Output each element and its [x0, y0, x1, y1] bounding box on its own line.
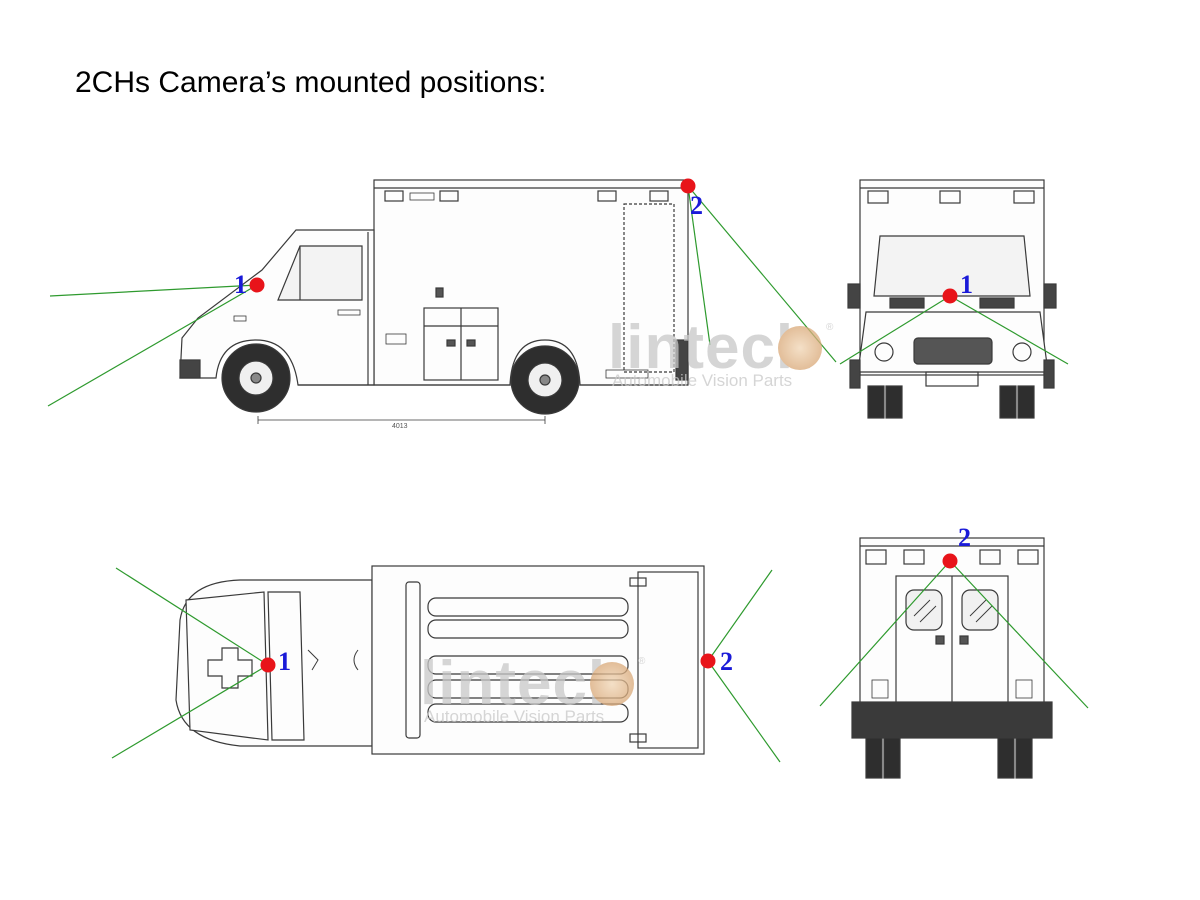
- camera-1-marker: [249, 277, 265, 293]
- watermark-mark: ®: [638, 656, 646, 667]
- camera-label: 2: [958, 523, 971, 552]
- watermark-logo: lintech ® Automobile Vision Parts: [420, 649, 646, 726]
- front-view-ambulance: [847, 179, 1057, 419]
- camera-label: 2: [690, 191, 703, 220]
- page-title: 2CHs Camera’s mounted positions:: [75, 66, 547, 99]
- side-view-ambulance: [179, 179, 689, 424]
- camera-2-marker: [700, 653, 716, 669]
- watermark-tagline: Automobile Vision Parts: [424, 707, 604, 726]
- camera-label: 2: [720, 647, 733, 676]
- camera-2-marker: [680, 178, 696, 194]
- watermark-mark: ®: [826, 322, 834, 333]
- top-view-field-of-view: [111, 567, 781, 763]
- camera-label: 1: [960, 270, 973, 299]
- rear-view-field-of-view: [819, 560, 1089, 709]
- watermark-logo: lintech ® Automobile Vision Parts: [608, 313, 834, 390]
- top-view-ambulance: [175, 565, 705, 755]
- camera-1-marker: [942, 288, 958, 304]
- camera-2-marker: [942, 553, 958, 569]
- camera-label: 1: [278, 647, 291, 676]
- camera-label: 1: [234, 270, 247, 299]
- watermark-tagline: Automobile Vision Parts: [612, 371, 792, 390]
- camera-1-marker: [260, 657, 276, 673]
- front-view-field-of-view: [839, 295, 1069, 365]
- rear-view-ambulance: [851, 537, 1053, 779]
- dimension-label: 4013: [392, 423, 408, 430]
